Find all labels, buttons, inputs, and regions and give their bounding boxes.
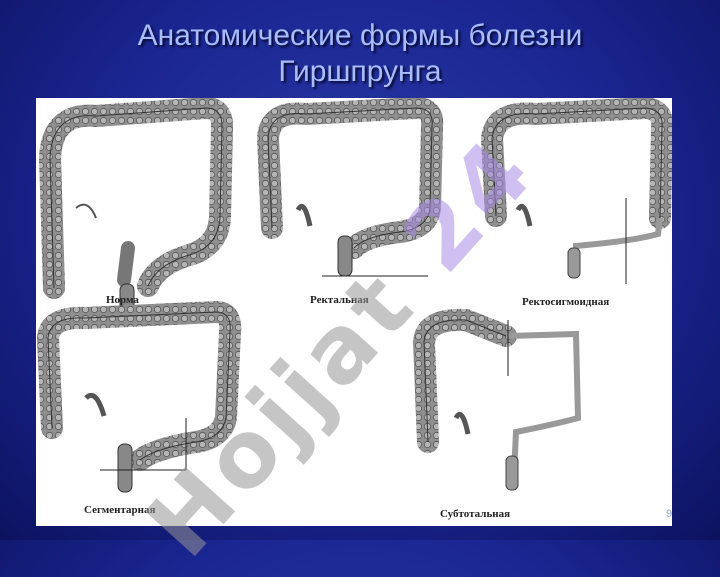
- colon-normal: [38, 98, 234, 323]
- caption-subtotal: Субтотальная: [440, 508, 511, 520]
- title-line-2: Гиршпрунга: [278, 55, 442, 88]
- slide-title: Анатомические формы болезни Гиршпрунга: [0, 18, 720, 90]
- caption-rectal: Ректальная: [310, 294, 369, 306]
- colon-diagrams: [36, 98, 672, 493]
- colon-segmental: [36, 300, 242, 493]
- colon-rectal: [256, 98, 444, 277]
- anatomy-figure: Норма Ректальная Ректосигмоидная Сегмент…: [36, 98, 672, 526]
- page-number: 9: [666, 508, 673, 520]
- caption-rectosigmoid: Ректосигмоидная: [522, 296, 610, 308]
- caption-segmental: Сегментарная: [84, 504, 156, 516]
- colon-rectosigmoid: [480, 98, 672, 284]
- caption-norma: Норма: [106, 294, 139, 306]
- title-line-1: Анатомические формы болезни: [137, 19, 583, 52]
- colon-subtotal: [412, 308, 582, 491]
